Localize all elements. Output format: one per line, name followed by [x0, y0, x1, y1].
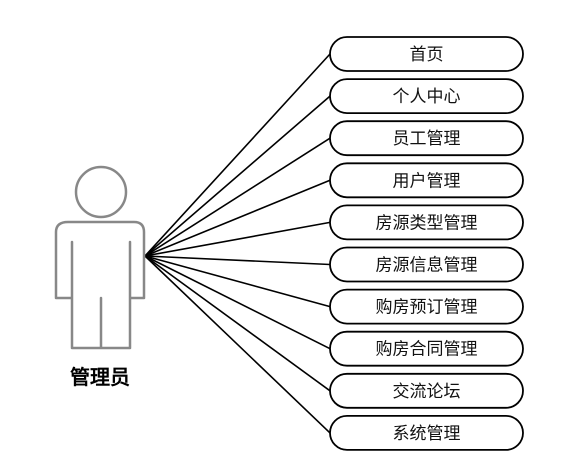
association-line	[144, 255, 331, 350]
actor-head	[74, 165, 128, 219]
association-line	[144, 221, 331, 257]
use-case-list: 首页个人中心员工管理用户管理房源类型管理房源信息管理购房预订管理购房合同管理交流…	[329, 36, 524, 451]
association-line	[144, 255, 331, 392]
use-case-label: 购房预订管理	[376, 298, 478, 318]
use-case: 首页	[329, 36, 524, 72]
use-case-ellipse	[329, 78, 524, 114]
use-case: 用户管理	[329, 162, 524, 199]
use-case-label: 员工管理	[393, 129, 461, 149]
use-case: 房源类型管理	[329, 204, 524, 241]
use-case-label: 用户管理	[393, 171, 461, 191]
use-case-ellipse	[329, 204, 524, 241]
actor-figure	[54, 165, 146, 350]
use-case-ellipse	[329, 414, 524, 451]
use-case: 购房合同管理	[329, 330, 524, 367]
use-case: 购房预订管理	[329, 288, 524, 325]
use-case-ellipse	[329, 246, 524, 283]
actor-body	[54, 220, 146, 350]
use-case: 个人中心	[329, 78, 524, 114]
association-line	[144, 95, 331, 257]
use-case-label: 购房合同管理	[376, 340, 478, 360]
association-line	[144, 255, 331, 266]
association-line	[144, 137, 331, 257]
use-case: 系统管理	[329, 414, 524, 451]
use-case-label: 交流论坛	[393, 382, 461, 402]
use-case-ellipse	[329, 162, 524, 199]
use-case-ellipse	[329, 372, 524, 409]
use-case-ellipse	[329, 330, 524, 367]
use-case: 员工管理	[329, 120, 524, 157]
use-case-label: 房源信息管理	[376, 256, 478, 276]
use-case-ellipse	[329, 120, 524, 157]
use-case-ellipse	[329, 288, 524, 325]
association-lines	[144, 53, 331, 434]
use-case-label: 房源类型管理	[376, 213, 478, 233]
use-case-label: 系统管理	[393, 424, 461, 444]
use-case-label: 首页	[410, 45, 444, 65]
use-case-label: 个人中心	[393, 87, 461, 107]
association-line	[144, 255, 331, 308]
actor-name: 管理员	[70, 365, 130, 389]
association-line	[144, 53, 331, 257]
association-line	[144, 179, 331, 257]
use-case: 房源信息管理	[329, 246, 524, 283]
use-case: 交流论坛	[329, 372, 524, 409]
association-line	[144, 255, 331, 434]
use-case-ellipse	[329, 36, 524, 72]
